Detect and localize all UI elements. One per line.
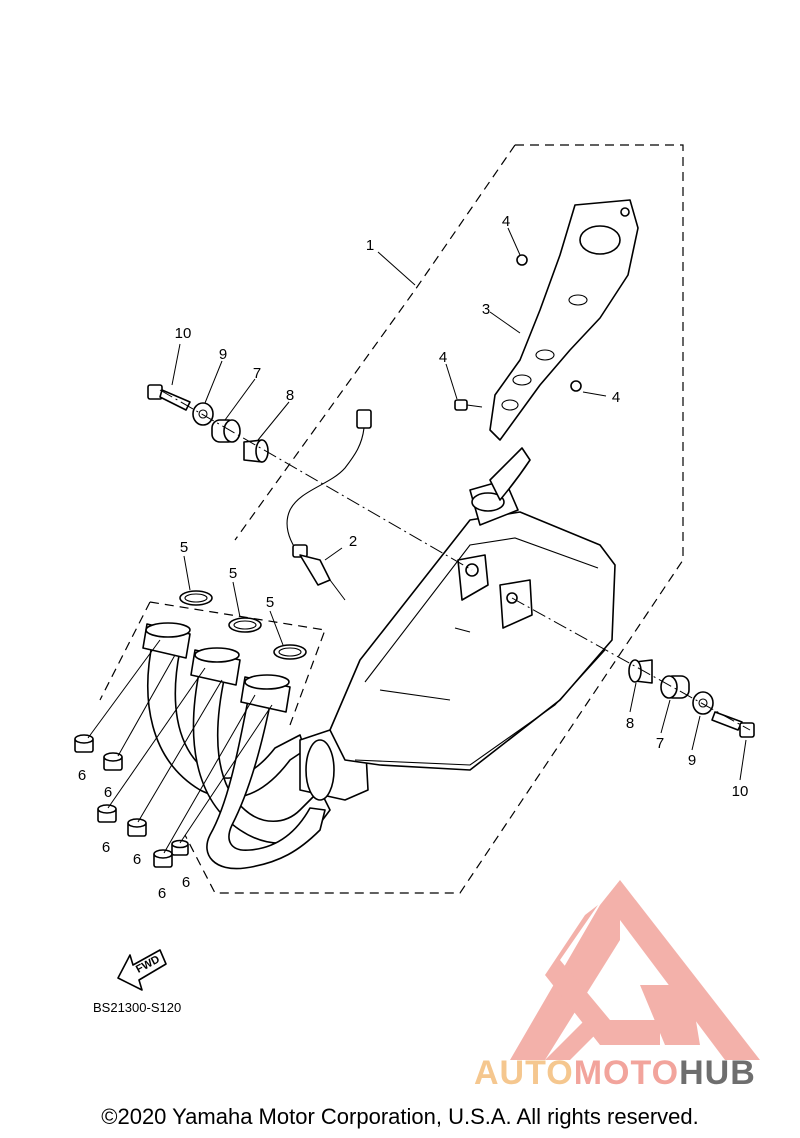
heat-protector [489,199,639,501]
callout-9b: 9 [688,752,696,769]
callout-4a: 4 [502,213,510,230]
automotohub-wordmark: AUTOMOTOHUB [474,1053,794,1093]
oxygen-sensor [286,409,372,601]
washer [192,402,214,426]
callout-6b: 6 [104,784,112,801]
muffler-mount-bracket-rear [499,579,533,629]
callout-5a: 5 [180,539,188,556]
callout-5b: 5 [229,565,237,582]
callout-6e: 6 [158,885,166,902]
flange-2 [190,647,241,686]
callout-leaders [171,227,747,781]
callout-4c: 4 [612,389,620,406]
pipe-flanges [142,622,291,713]
right-fastener-stack [628,659,755,738]
grommet [211,419,241,443]
exhaust-header-pipes [147,639,369,870]
automotohub-logo-icon [510,880,760,1060]
fwd-arrow-icon: FWD [117,949,167,991]
callout-10b: 10 [732,783,749,800]
callout-10a: 10 [175,325,192,342]
callout-6f: 6 [182,874,190,891]
left-fastener-stack [147,384,269,463]
nut [153,849,173,868]
callout-8b: 8 [626,715,634,732]
wordmark-part-auto: AUTO [474,1054,574,1092]
callout-7b: 7 [656,735,664,752]
bolt [570,380,582,392]
mounting-bolt [147,384,191,411]
callout-2: 2 [349,533,357,550]
mounting-bolt [711,711,755,738]
callout-1: 1 [366,237,374,254]
nut [103,752,123,771]
washer [692,691,714,715]
mount-axis-lines [159,389,751,731]
muffler-assembly-boundary [184,144,684,894]
protector-bolts [454,254,582,411]
wordmark-part-hub: HUB [679,1054,756,1092]
grommet [660,675,690,699]
callout-3: 3 [482,301,490,318]
callout-4b: 4 [439,349,447,366]
callout-6a: 6 [78,767,86,784]
gaskets [179,590,307,660]
copyright-notice: ©2020 Yamaha Motor Corporation, U.S.A. A… [101,1104,699,1129]
nut [127,818,147,837]
callout-7a: 7 [253,365,261,382]
collar [628,659,653,684]
gasket [228,617,262,633]
gasket [179,590,213,606]
callout-numbers: 1 2 3 4 4 4 5 5 5 6 6 6 6 6 6 7 7 8 8 9 … [78,213,749,902]
flange-nuts [74,734,189,868]
callout-9a: 9 [219,346,227,363]
callout-6d: 6 [133,851,141,868]
nut [74,734,94,753]
flange-3 [240,674,291,713]
muffler-mount-bracket-front [457,554,489,601]
reference-code: BS21300-S120 [93,1000,181,1015]
callout-8a: 8 [286,387,294,404]
nut [97,804,117,823]
tail-pipe-end [489,447,531,501]
callout-6c: 6 [102,839,110,856]
wordmark-part-moto: MOTO [573,1054,680,1092]
bolt [516,254,528,266]
stud-lines [87,639,273,854]
callout-5c: 5 [266,594,274,611]
flange-1 [142,622,191,659]
gasket-group-boundary [99,601,326,726]
collar [243,439,269,463]
nut [171,839,189,856]
bolt [454,399,483,411]
gasket [273,644,307,660]
muffler-body [329,479,616,771]
